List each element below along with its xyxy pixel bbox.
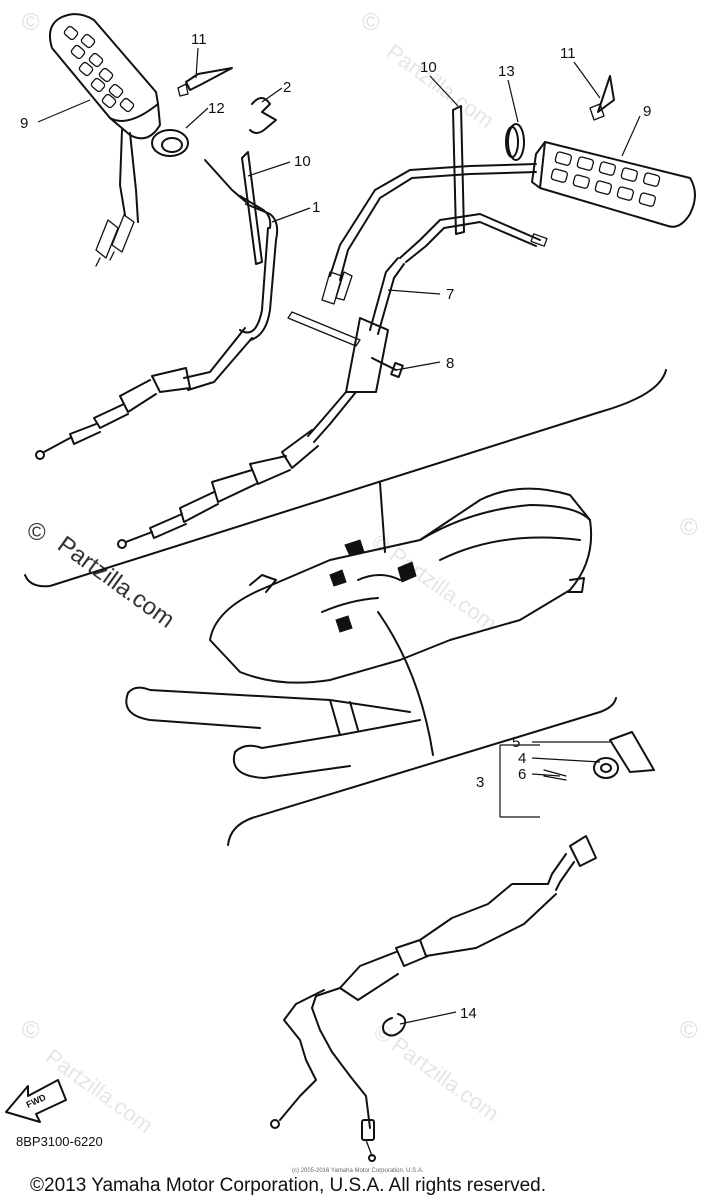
grip-end-right bbox=[589, 75, 615, 121]
callout-7: 7 bbox=[446, 286, 454, 303]
cable-right bbox=[117, 213, 548, 549]
callout-labels: 11 9 12 2 10 1 10 13 11 9 7 8 5 4 3 6 14 bbox=[20, 31, 651, 1022]
section-dividers bbox=[24, 369, 667, 846]
callout-11: 11 bbox=[191, 31, 207, 48]
fwd-arrow-icon: FWD bbox=[5, 1079, 67, 1123]
collar-ring bbox=[151, 129, 189, 157]
cable-tie-left bbox=[241, 151, 263, 265]
watermark-symbol: © bbox=[680, 1017, 698, 1044]
callout-12: 12 bbox=[208, 100, 225, 117]
ring bbox=[505, 123, 525, 161]
callout-2: 2 bbox=[283, 79, 291, 96]
tie-band bbox=[287, 311, 404, 379]
small-print: (c) 2005-2016 Yamaha Motor Corporation, … bbox=[292, 1168, 424, 1174]
cable-tie-right bbox=[452, 105, 465, 235]
left-grip bbox=[49, 13, 161, 267]
copyright-notice: ©2013 Yamaha Motor Corporation, U.S.A. A… bbox=[30, 1175, 546, 1196]
callout-3: 3 bbox=[476, 774, 484, 791]
callout-leaders bbox=[37, 47, 641, 1025]
watermark-symbol: © bbox=[362, 9, 380, 36]
callout-13: 13 bbox=[498, 63, 515, 80]
watermark-text: Partzilla.com bbox=[382, 39, 499, 133]
callout-14: 14 bbox=[460, 1005, 477, 1022]
watermark-symbol: © bbox=[680, 514, 698, 541]
snowmobile bbox=[125, 487, 593, 779]
watermark-symbol-dark: © bbox=[28, 519, 46, 546]
watermark-layer: © © Partzilla.com © © Partzilla.com © Pa… bbox=[22, 9, 698, 1138]
callout-1: 1 bbox=[312, 199, 320, 216]
watermark-symbol: © bbox=[22, 9, 40, 36]
callout-4: 4 bbox=[518, 750, 526, 767]
clip-lower bbox=[382, 1013, 407, 1037]
callout-8: 8 bbox=[446, 355, 454, 372]
callout-10: 10 bbox=[294, 153, 311, 170]
bracket-3 bbox=[499, 744, 540, 818]
callout-9: 9 bbox=[20, 115, 28, 132]
watermark-text: Partzilla.com bbox=[41, 1044, 158, 1138]
drawing-code: 8BP3100-6220 bbox=[16, 1134, 103, 1149]
watermark-symbol: © bbox=[22, 1017, 40, 1044]
callout-5: 5 bbox=[512, 734, 520, 751]
choke-cable-assembly bbox=[270, 731, 655, 1162]
callout-6: 6 bbox=[518, 766, 526, 783]
right-grip bbox=[321, 141, 696, 305]
grip-end-left bbox=[177, 67, 233, 97]
callout-10: 10 bbox=[420, 59, 437, 76]
callout-9: 9 bbox=[643, 103, 651, 120]
clip bbox=[249, 97, 277, 134]
callout-11: 11 bbox=[560, 45, 576, 62]
throttle-cable bbox=[35, 159, 279, 460]
watermark-text-dark: Partzilla.com bbox=[52, 531, 179, 634]
